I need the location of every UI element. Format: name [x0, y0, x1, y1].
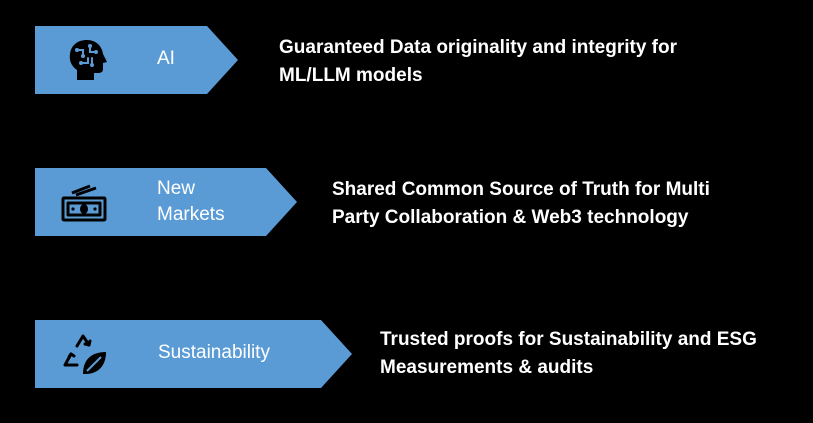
recycle-leaf-icon: [61, 330, 109, 378]
arrow-label-ai: AI: [157, 46, 175, 72]
row-new-markets: New Markets Shared Common Source of Trut…: [0, 168, 813, 236]
description-line: Trusted proofs for Sustainability and ES…: [380, 329, 757, 350]
label-line: Markets: [157, 204, 225, 225]
description-line: Measurements & audits: [380, 357, 594, 378]
description-sustainability: Trusted proofs for Sustainability and ES…: [380, 326, 757, 382]
description-line: Shared Common Source of Truth for Multi: [332, 179, 710, 200]
label-line: AI: [157, 48, 175, 69]
arrow-shape-new-markets: New Markets: [35, 168, 297, 236]
row-sustainability: Sustainability Trusted proofs for Sustai…: [0, 320, 813, 388]
arrow-shape-sustainability: Sustainability: [35, 320, 352, 388]
description-line: Party Collaboration & Web3 technology: [332, 207, 689, 228]
description-ai: Guaranteed Data originality and integrit…: [279, 34, 677, 90]
arrow-label-new-markets: New Markets: [157, 176, 225, 228]
description-new-markets: Shared Common Source of Truth for Multi …: [332, 176, 710, 232]
description-line: ML/LLM models: [279, 65, 423, 86]
label-line: Sustainability: [158, 342, 270, 363]
arrow-shape-ai: AI: [35, 26, 238, 94]
row-ai: AI Guaranteed Data originality and integ…: [0, 26, 813, 94]
money-icon: [60, 178, 108, 226]
ai-head-icon: [63, 36, 111, 84]
arrow-label-sustainability: Sustainability: [158, 340, 270, 366]
description-line: Guaranteed Data originality and integrit…: [279, 37, 678, 58]
label-line: New: [157, 178, 196, 199]
